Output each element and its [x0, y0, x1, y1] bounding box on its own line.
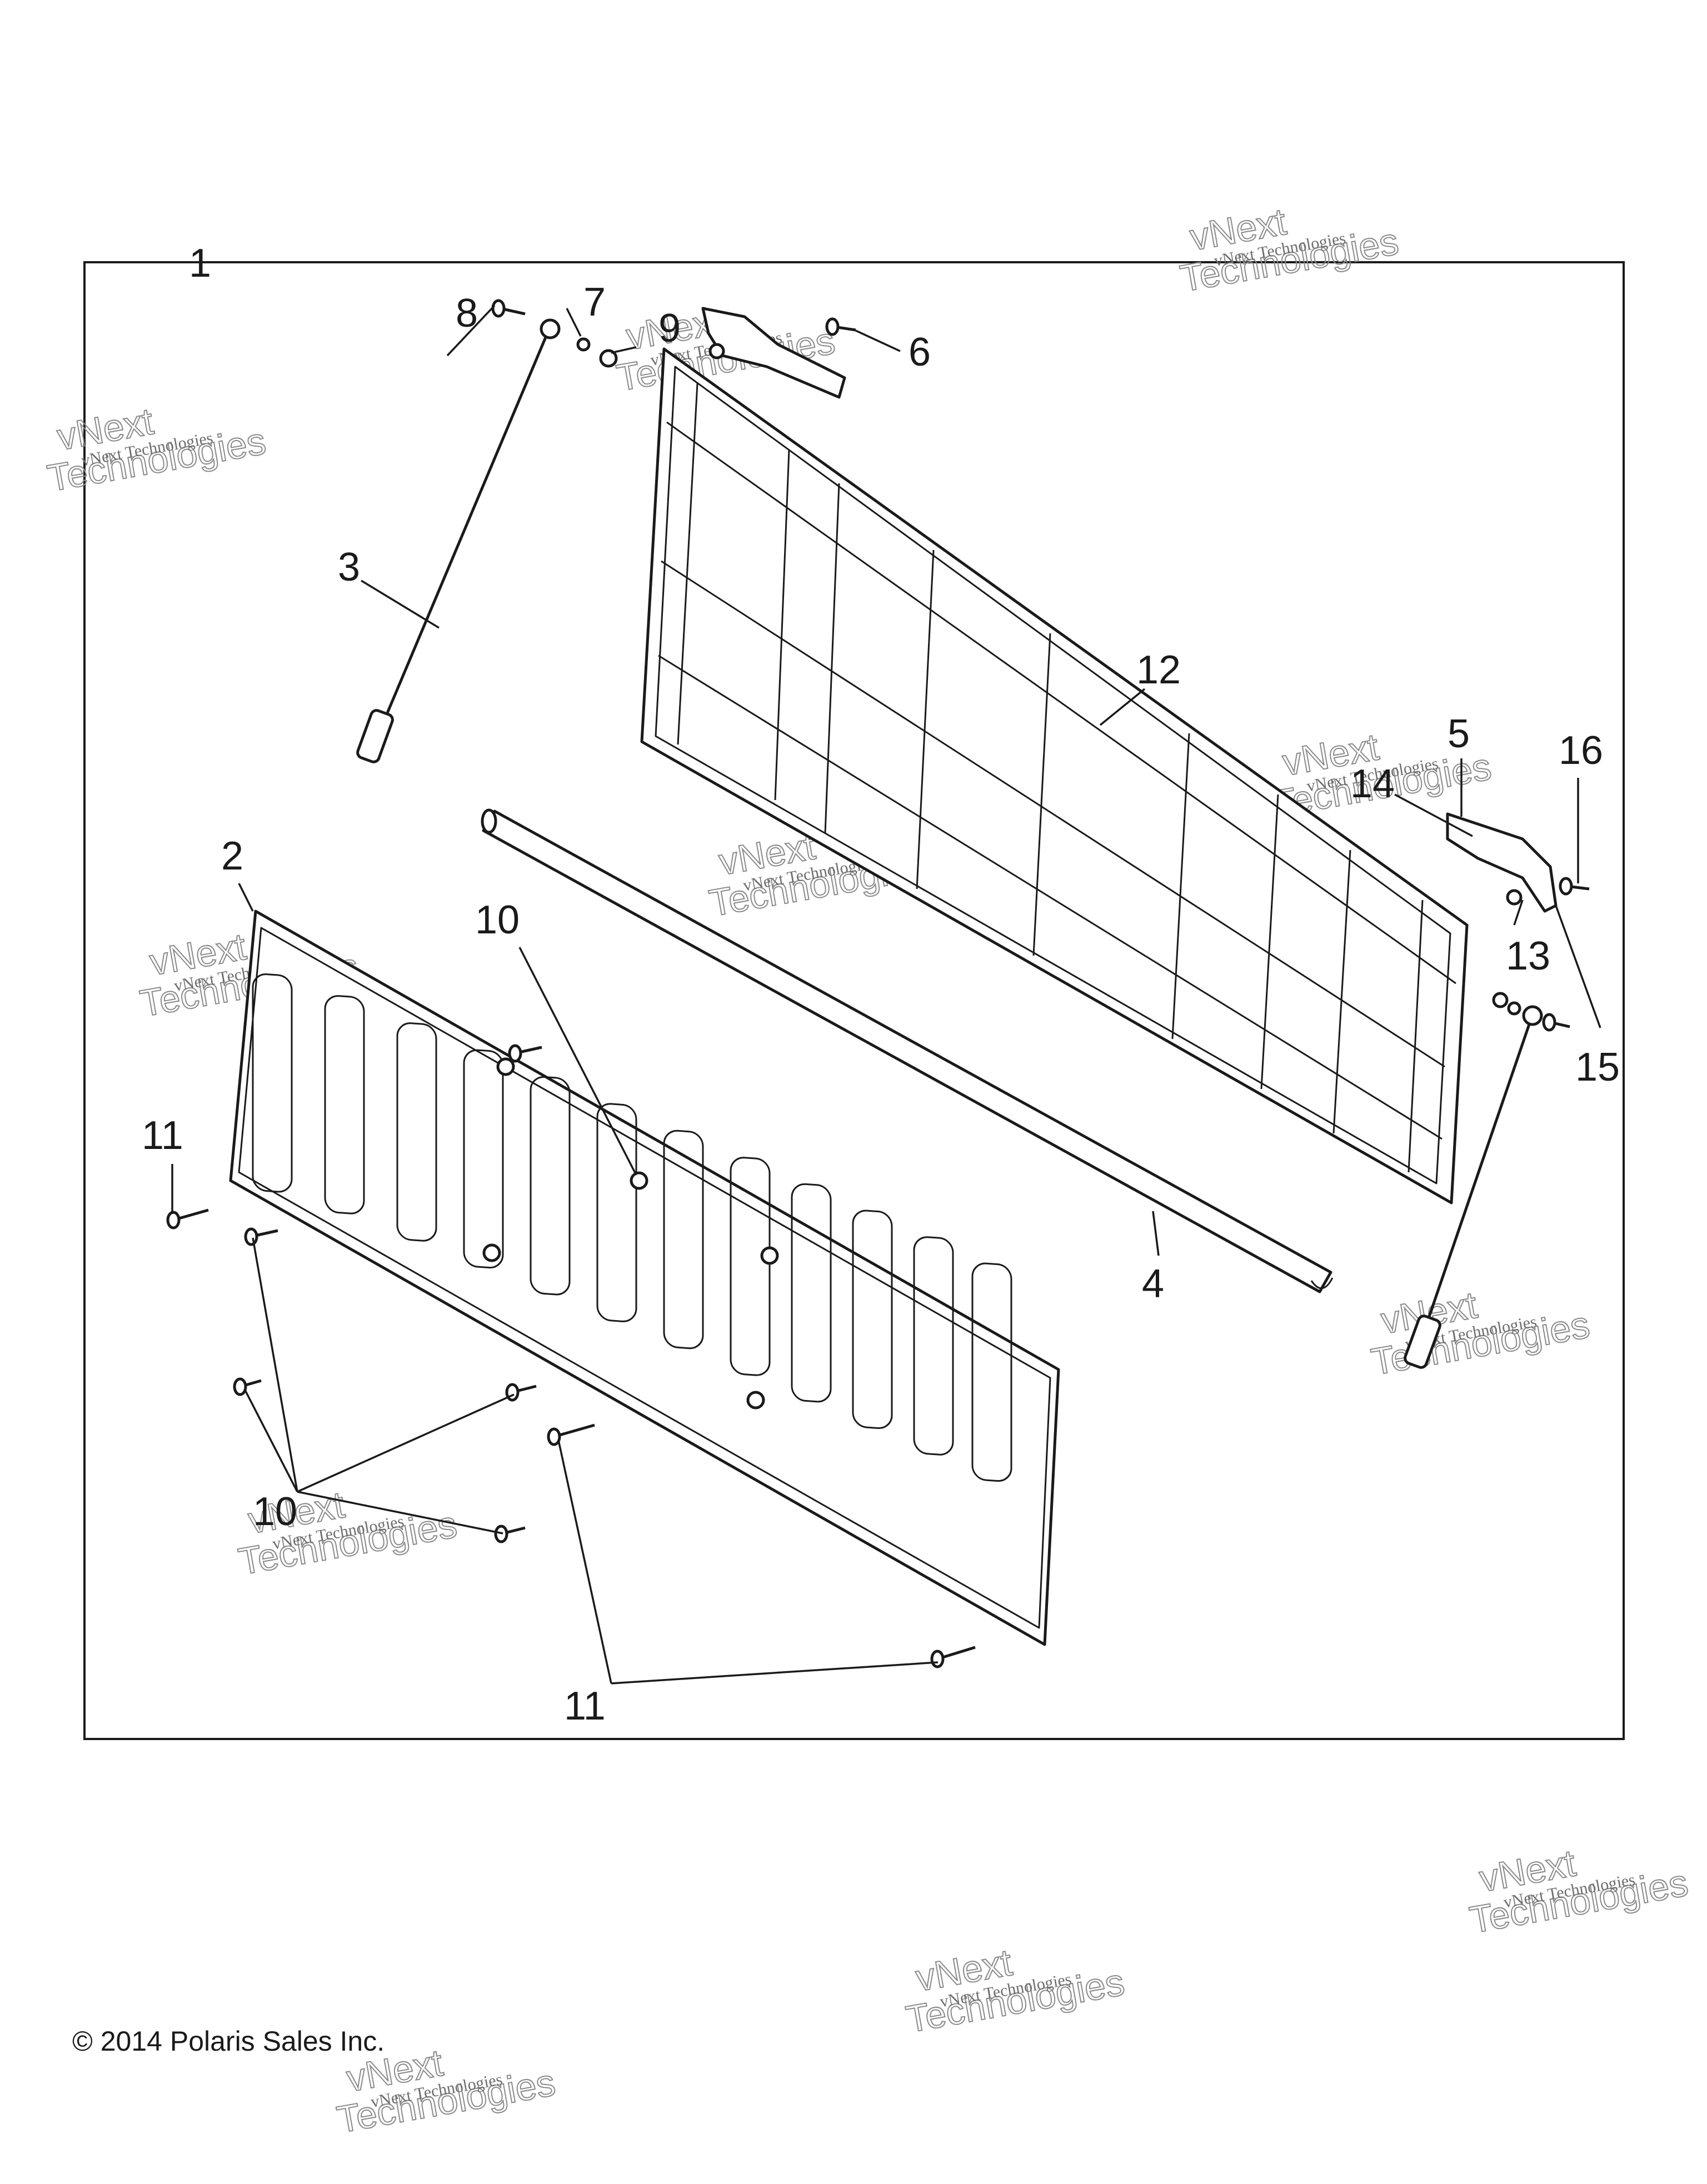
callout-13: 13	[1506, 934, 1550, 978]
callout-4: 4	[1142, 1262, 1164, 1306]
diagram-frame	[83, 261, 1625, 1740]
part-6-latch	[701, 307, 846, 399]
part-6-screw	[825, 317, 856, 336]
callout-11-lower: 11	[564, 1684, 606, 1728]
callout-8: 8	[456, 291, 478, 336]
part-3-cable-left	[356, 318, 561, 763]
callout-3: 3	[338, 545, 360, 589]
part-13-washer-a	[1492, 992, 1509, 1008]
part-15-bolt	[1542, 1013, 1570, 1032]
part-3-cable-right	[1404, 1005, 1543, 1369]
callout-7: 7	[583, 280, 606, 324]
callout-9: 9	[658, 306, 681, 351]
callout-2: 2	[221, 834, 243, 878]
watermark-tl: vNext Technologies vNext Technologies	[44, 399, 269, 500]
watermark-xc: vNext Technologies vNext Technologies	[902, 1941, 1128, 2041]
callout-11-left: 11	[142, 1113, 183, 1158]
part-10-rivet-b	[233, 1377, 262, 1396]
part-11-pin-b	[547, 1423, 595, 1446]
part-5-latch-right	[1446, 812, 1558, 913]
callout-15: 15	[1575, 1045, 1620, 1089]
callout-5: 5	[1448, 712, 1470, 756]
copyright-footer: © 2014 Polaris Sales Inc.	[72, 2026, 385, 2057]
callout-1: 1	[189, 241, 211, 286]
panel-slots	[252, 973, 1012, 1482]
callout-10-lower: 10	[253, 1490, 297, 1534]
callout-12: 12	[1136, 648, 1181, 692]
leader-lines	[92, 261, 1601, 1685]
part-8-bolt	[491, 299, 526, 318]
callout-14: 14	[1350, 762, 1395, 806]
part-16-screw	[1559, 877, 1590, 896]
part-7-nut	[576, 337, 591, 352]
watermark-tr: vNext Technologies vNext Technologies	[1176, 200, 1402, 301]
callouts: 1 2 3 4 5 6 7 8 9 10 10 11 11 12 13 14 1…	[142, 241, 1620, 1728]
callout-10-upper: 10	[475, 898, 520, 942]
watermark-br: vNext Technologies vNext Technologies	[1367, 1283, 1593, 1384]
part-10-rivet-d	[494, 1525, 526, 1543]
part-11-pin-c	[930, 1646, 976, 1668]
part-4-rod	[481, 808, 1334, 1293]
watermark-xr: vNext Technologies vNext Technologies	[1466, 1841, 1691, 1942]
part-10-rivet-a	[244, 1227, 278, 1246]
part-11-pin-a	[166, 1208, 209, 1230]
part-2-outer-panel	[229, 909, 1060, 1646]
callout-16: 16	[1559, 728, 1603, 773]
part-12-inner-panel	[640, 347, 1469, 1205]
part-10-rivet-c	[505, 1383, 537, 1402]
part-10-rivet-top	[508, 1044, 542, 1063]
part-13-washer-b	[1507, 1001, 1521, 1016]
callout-6: 6	[909, 330, 931, 374]
part-9-washer	[599, 349, 618, 368]
